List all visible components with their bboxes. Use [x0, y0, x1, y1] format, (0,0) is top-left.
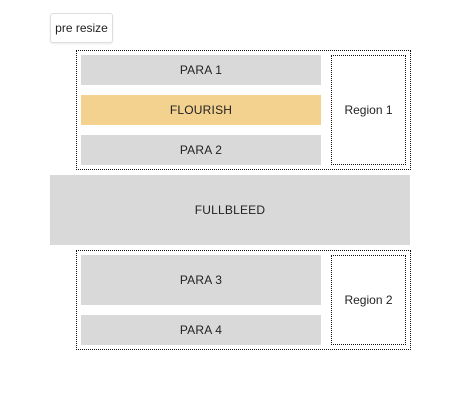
region-1-box: [331, 55, 406, 165]
section-1-container: [76, 50, 411, 170]
para-1-block: PARA 1: [81, 55, 321, 85]
section-2-container: [76, 250, 411, 350]
para-2-block: PARA 2: [81, 135, 321, 165]
region-2-label: Region 2: [344, 293, 393, 307]
fullbleed-block: FULLBLEED: [50, 175, 410, 245]
pre-resize-button[interactable]: pre resize: [50, 13, 113, 43]
region-1-label: Region 1: [344, 103, 393, 117]
region-2-box: [331, 255, 406, 345]
para-3-block: PARA 3: [81, 255, 321, 305]
para-4-block: PARA 4: [81, 315, 321, 345]
flourish-block: FLOURISH: [81, 95, 321, 125]
